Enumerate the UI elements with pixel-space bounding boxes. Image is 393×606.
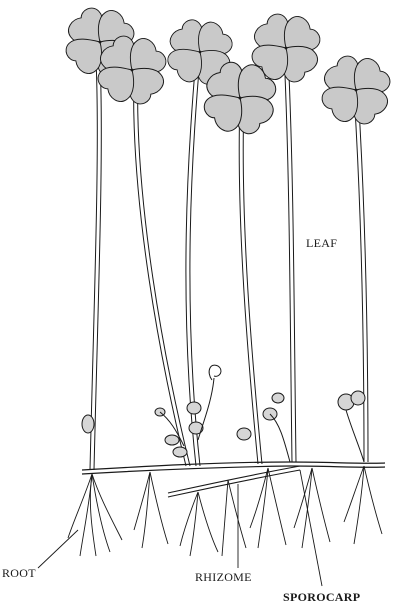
leader-lines [38, 470, 322, 586]
root-label: ROOT [2, 566, 36, 581]
sporocarp-label: SPOROCARP [283, 590, 360, 605]
leaf-label: LEAF [306, 236, 337, 251]
rhizome [82, 462, 385, 497]
roots [68, 466, 382, 556]
rhizome-label: RHIZOME [195, 570, 252, 585]
leaves [61, 3, 393, 138]
sporocarps [82, 365, 365, 462]
